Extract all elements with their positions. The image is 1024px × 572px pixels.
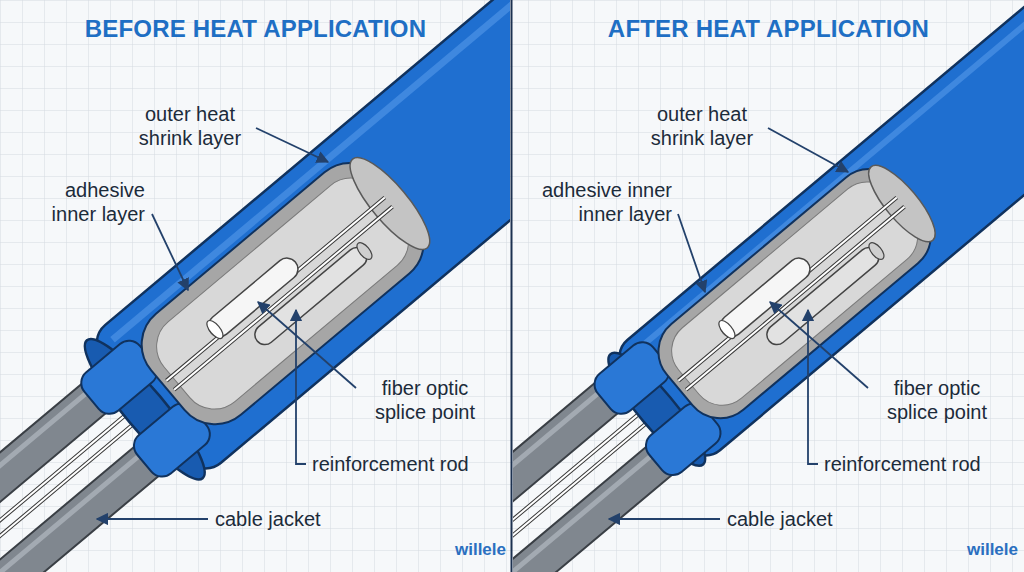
sleeve-highlight <box>635 0 1024 352</box>
leader-line <box>256 128 328 162</box>
part-label: fiber optic splice point <box>360 376 490 424</box>
diagram-panel: BEFORE HEAT APPLICATION <box>0 0 511 572</box>
after-assembly <box>381 0 1024 572</box>
leader-line <box>152 214 188 290</box>
part-label: adhesive inner inner layer <box>532 178 672 226</box>
splice-end <box>204 318 226 341</box>
sleeve-opening <box>339 148 441 260</box>
part-label: reinforcement rod <box>824 452 1014 476</box>
leader-lines <box>97 128 868 519</box>
before-assembly <box>0 0 510 572</box>
fiber-outline <box>166 197 392 389</box>
leader-line <box>770 302 868 388</box>
leader-line <box>609 518 720 520</box>
splice-end <box>716 318 738 341</box>
leader-line <box>97 518 208 520</box>
leader-line <box>258 302 356 388</box>
panel-heading: AFTER HEAT APPLICATION <box>513 14 1024 44</box>
leader-line <box>768 128 848 172</box>
heat-shrink-sleeve <box>610 0 1024 464</box>
part-label: reinforcement rod <box>312 452 502 476</box>
leader-line <box>296 310 306 464</box>
optical-fiber <box>678 197 904 389</box>
fiber-outline <box>678 197 904 389</box>
part-label: cable jacket <box>727 507 877 531</box>
sleeve-cavity <box>144 165 422 422</box>
reinforcement-rod <box>763 243 883 348</box>
rod-end <box>354 240 375 262</box>
diagram-panel: AFTER HEAT APPLICATION <box>513 0 1024 572</box>
part-label: outer heat shrink layer <box>642 102 762 150</box>
leader-line <box>808 310 818 464</box>
part-label: outer heat shrink layer <box>130 102 250 150</box>
panel-heading: BEFORE HEAT APPLICATION <box>0 14 511 44</box>
reinforcement-rod <box>251 243 371 348</box>
optical-fiber <box>166 197 392 389</box>
part-label: adhesive inner layer <box>30 178 145 226</box>
leader-line <box>678 214 705 292</box>
part-label: cable jacket <box>215 507 365 531</box>
panel-divider <box>511 0 513 572</box>
watermark: willele <box>932 538 1018 562</box>
watermark: willele <box>420 538 506 562</box>
part-label: fiber optic splice point <box>872 376 1002 424</box>
rod-end <box>866 240 887 262</box>
